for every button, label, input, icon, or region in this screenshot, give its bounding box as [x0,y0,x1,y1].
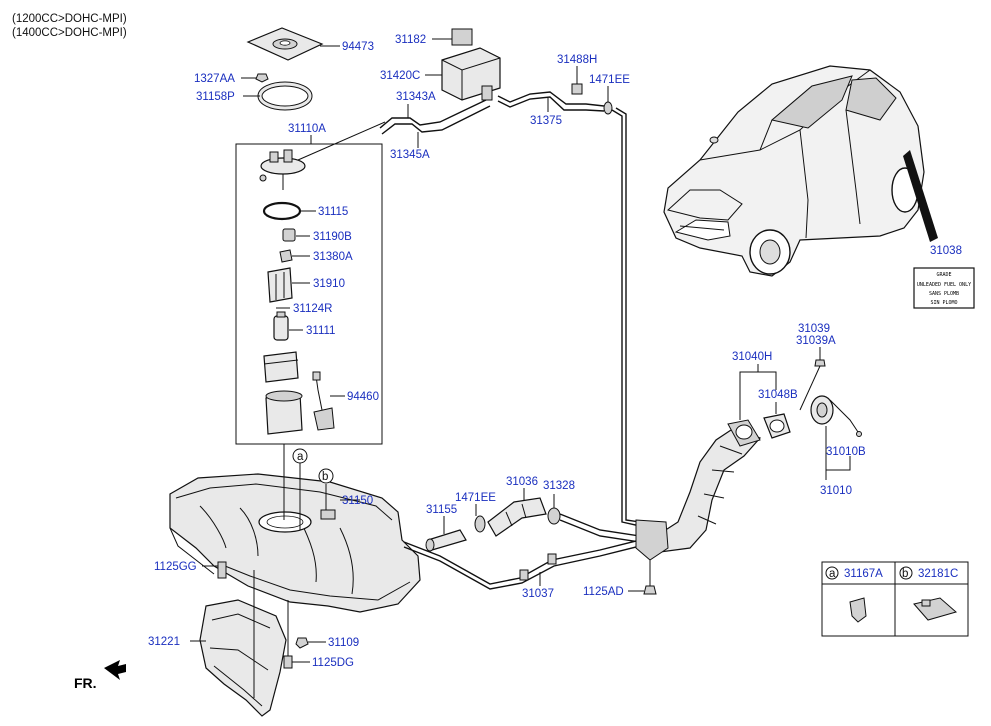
front-direction-label: FR. [74,675,97,691]
legend-part-32181C[interactable]: 32181C [918,568,958,580]
svg-text:GRADE: GRADE [936,272,951,278]
clamp-1471EE-top [603,101,613,115]
front-arrow-icon [104,660,126,680]
leader-fuel-label [903,150,938,242]
bolt-1125GG [217,561,227,579]
callout-31488H[interactable]: 31488H [557,54,597,66]
callout-31158P[interactable]: 31158P [196,91,235,103]
callout-31010[interactable]: 31010 [820,485,852,497]
callout-31124R[interactable]: 31124R [293,303,332,315]
callout-1471EE-top[interactable]: 1471EE [589,74,630,86]
svg-text:UNLEADED FUEL ONLY: UNLEADED FUEL ONLY [917,282,971,288]
callout-31375[interactable]: 31375 [530,115,562,127]
engine-spec-line-1: (1200CC>DOHC-MPI) [12,13,127,25]
gasket-ring-31158P [257,81,313,111]
legend-marker-a [825,566,839,580]
callout-31039[interactable]: 31039 [798,323,830,335]
pump-flange [259,149,306,190]
callout-31910[interactable]: 31910 [313,278,345,290]
callout-31115[interactable]: 31115 [318,206,348,218]
legend-box [821,561,969,637]
regulator-31190B [282,228,296,242]
svg-text:a: a [829,568,836,580]
svg-text:b: b [902,568,908,580]
callout-31109[interactable]: 31109 [328,637,359,649]
svg-text:SIN PLOMO: SIN PLOMO [930,300,957,306]
callout-31038[interactable]: 31038 [930,245,962,257]
fuel-filter-31910 [267,267,293,303]
o-ring-31115 [262,201,302,221]
legend-marker-b [899,566,913,580]
cover-plate-94473 [246,27,324,61]
callout-94473[interactable]: 94473 [342,41,374,53]
fuel-label-31038: GRADE UNLEADED FUEL ONLY SANS PLOMB SIN … [913,267,975,309]
callout-31037[interactable]: 31037 [522,588,554,600]
pipe-31155 [425,529,467,552]
callout-1125AD[interactable]: 1125AD [583,586,624,598]
marker-b [318,468,334,484]
callout-31221[interactable]: 31221 [148,636,180,648]
svg-text:b: b [322,471,328,483]
callout-31155[interactable]: 31155 [426,504,457,516]
callout-1125DG[interactable]: 1125DG [312,657,354,669]
clamp-31328 [547,507,561,525]
legend-part-31167A[interactable]: 31167A [844,568,883,580]
callout-1327AA[interactable]: 1327AA [194,73,235,85]
reservoir-cup [265,390,303,435]
heat-shield-31221 [199,599,287,717]
callout-31380A[interactable]: 31380A [313,251,353,263]
callout-31328[interactable]: 31328 [543,480,575,492]
canister-31420C [441,28,501,101]
car-illustration [663,65,925,277]
callout-94460[interactable]: 94460 [347,391,379,403]
pump-module-box [235,143,383,445]
callout-31345A[interactable]: 31345A [390,149,430,161]
callout-1471EE-mid[interactable]: 1471EE [455,492,496,504]
retainer-31380A [279,249,293,263]
bracket-joint [635,519,669,595]
filler-neck-31040H [649,419,762,553]
clip-31167A [849,597,867,623]
callout-31182[interactable]: 31182 [395,34,426,46]
callout-1125GG[interactable]: 1125GG [154,561,197,573]
clip-31037 [519,553,557,581]
bolt-1125DG [283,655,293,669]
callout-31040H[interactable]: 31040H [732,351,772,363]
callout-31420C[interactable]: 31420C [380,70,420,82]
nut-31109 [295,637,309,649]
clamp-1471EE-mid [474,515,486,533]
callout-31048B[interactable]: 31048B [758,389,798,401]
filler-cap-31010 [810,395,862,437]
sender-94460 [312,371,335,431]
marker-a [292,448,308,464]
fuel-pump-31111 [273,311,289,341]
callout-31010B[interactable]: 31010B [826,446,866,458]
svg-text:a: a [297,451,304,463]
bolt-1327AA [255,73,269,83]
pump-bracket [263,351,299,383]
callout-31039A[interactable]: 31039A [796,335,836,347]
callout-31111[interactable]: 31111 [306,325,335,337]
engine-spec-line-2: (1400CC>DOHC-MPI) [12,27,127,39]
clip-31488H [571,83,583,95]
clip-32181C [913,597,958,621]
filler-housing-31048B [763,413,791,439]
callout-31150[interactable]: 31150 [342,495,373,507]
screw-31039 [814,359,826,367]
fuel-tank-31150 [169,473,421,613]
callout-31036[interactable]: 31036 [506,476,538,488]
svg-text:SANS PLOMB: SANS PLOMB [929,291,959,297]
callout-31190B[interactable]: 31190B [313,231,352,243]
callout-31343A[interactable]: 31343A [396,91,436,103]
callout-31110A[interactable]: 31110A [288,123,326,135]
filler-hose-31036 [487,497,547,537]
